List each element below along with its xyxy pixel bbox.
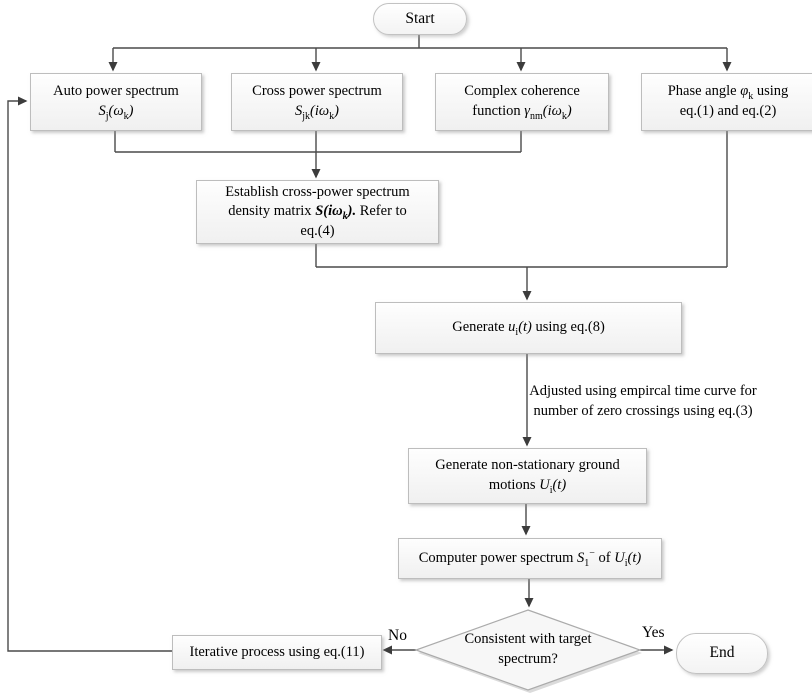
text-fragment: Computer power spectrum xyxy=(418,549,578,566)
text-fragment: Generate xyxy=(452,319,509,336)
text-fragment: Refer to xyxy=(356,203,407,220)
establish-line3: eq.(4) xyxy=(300,222,335,239)
compute-spectrum-node: Computer power spectrum S1− of Ui(t) xyxy=(398,538,662,579)
decision-label: Consistent with target spectrum? xyxy=(464,631,592,667)
coherence-line1: Complex coherence xyxy=(464,83,580,100)
auto-power-formula: Sj(ωk) xyxy=(99,102,134,122)
start-label: Start xyxy=(405,9,435,27)
formula-fragment: (t) xyxy=(627,549,642,566)
decision-text: Consistent with target spectrum? xyxy=(448,621,608,679)
cross-power-formula: Sjk(iωk) xyxy=(295,102,339,122)
formula-subscript: k xyxy=(561,110,567,122)
yes-branch-label: Yes xyxy=(642,624,665,641)
generate-u-node: Generate ui(t) using eq.(8) xyxy=(375,302,682,354)
cross-power-spectrum-node: Cross power spectrum Sjk(iωk) xyxy=(231,73,403,131)
generate-u-line: Generate ui(t) using eq.(8) xyxy=(452,318,605,338)
text-fragment: using eq.(8) xyxy=(531,319,605,336)
text-fragment: of xyxy=(594,549,615,566)
formula-fragment: (t) xyxy=(518,319,532,336)
end-label: End xyxy=(709,644,735,662)
formula-fragment: ) xyxy=(566,103,572,119)
phase-angle-node: Phase angle φk using eq.(1) and eq.(2) xyxy=(641,73,812,131)
formula-fragment: U xyxy=(614,549,625,566)
formula-subscript: i xyxy=(624,557,628,569)
no-branch-label: No xyxy=(388,627,407,644)
formula-fragment: S xyxy=(98,103,106,119)
start-node: Start xyxy=(373,3,467,35)
adjustment-annotation: Adjusted using empircal time curve for n… xyxy=(512,371,774,433)
generate-ground-motion-node: Generate non-stationary ground motions U… xyxy=(408,448,647,504)
compute-spectrum-line: Computer power spectrum S1− of Ui(t) xyxy=(418,547,642,569)
establish-line1: Establish cross-power spectrum xyxy=(225,183,410,200)
formula-subscript: j xyxy=(105,110,109,122)
formula-fragment: ) xyxy=(128,103,134,119)
formula-fragment: (iω xyxy=(542,103,562,119)
iterative-label: Iterative process using eq.(11) xyxy=(189,643,365,660)
text-fragment: function xyxy=(472,103,525,119)
formula-fragment: (iω xyxy=(310,103,330,119)
phase-line2: eq.(1) and eq.(2) xyxy=(679,103,777,119)
iterative-process-node: Iterative process using eq.(11) xyxy=(172,635,382,670)
formula-subscript: 1 xyxy=(584,557,590,569)
formula-subscript: k xyxy=(123,110,129,122)
formula-subscript: i xyxy=(515,327,519,339)
ground-motion-line2: motions Ui(t) xyxy=(489,476,566,496)
text-fragment: Phase angle xyxy=(667,83,741,100)
formula-subscript: k xyxy=(748,91,754,103)
formula-fragment: u xyxy=(508,319,516,336)
text-fragment: density matrix xyxy=(228,203,316,220)
formula-superscript: − xyxy=(589,547,595,559)
coherence-function-node: Complex coherence function γnm(iωk) xyxy=(435,73,609,131)
formula-subscript: i xyxy=(549,484,553,496)
formula-fragment: U xyxy=(539,477,550,493)
text-fragment: using xyxy=(753,83,789,100)
establish-line2: density matrix S(iωk). Refer to xyxy=(228,202,407,222)
formula-fragment: φ xyxy=(740,83,749,100)
text-fragment: motions xyxy=(488,477,540,493)
formula-fragment: (t) xyxy=(552,477,567,493)
cross-power-line1: Cross power spectrum xyxy=(252,83,382,100)
formula-fragment: (ω xyxy=(108,103,124,119)
decision-diamond xyxy=(414,609,642,691)
annotation-text: Adjusted using empircal time curve for n… xyxy=(529,383,757,419)
formula-fragment: S(iω xyxy=(315,203,343,220)
phase-line1: Phase angle φk using xyxy=(668,82,789,102)
coherence-line2: function γnm(iωk) xyxy=(472,102,571,122)
formula-fragment: ) xyxy=(334,103,339,119)
edge-feedback-loop xyxy=(7,96,172,652)
formula-fragment: γ xyxy=(524,103,530,119)
auto-power-line1: Auto power spectrum xyxy=(53,83,179,100)
end-node: End xyxy=(676,633,768,674)
formula-subscript: k xyxy=(342,211,348,223)
formula-fragment: S xyxy=(577,549,585,566)
ground-motion-line1: Generate non-stationary ground xyxy=(435,457,620,474)
formula-subscript: jk xyxy=(302,110,311,122)
auto-power-spectrum-node: Auto power spectrum Sj(ωk) xyxy=(30,73,202,131)
formula-subscript: nm xyxy=(529,110,543,122)
formula-subscript: k xyxy=(329,110,335,122)
formula-fragment: ). xyxy=(347,203,357,220)
formula-fragment: S xyxy=(295,103,303,119)
establish-matrix-node: Establish cross-power spectrum density m… xyxy=(196,180,439,244)
